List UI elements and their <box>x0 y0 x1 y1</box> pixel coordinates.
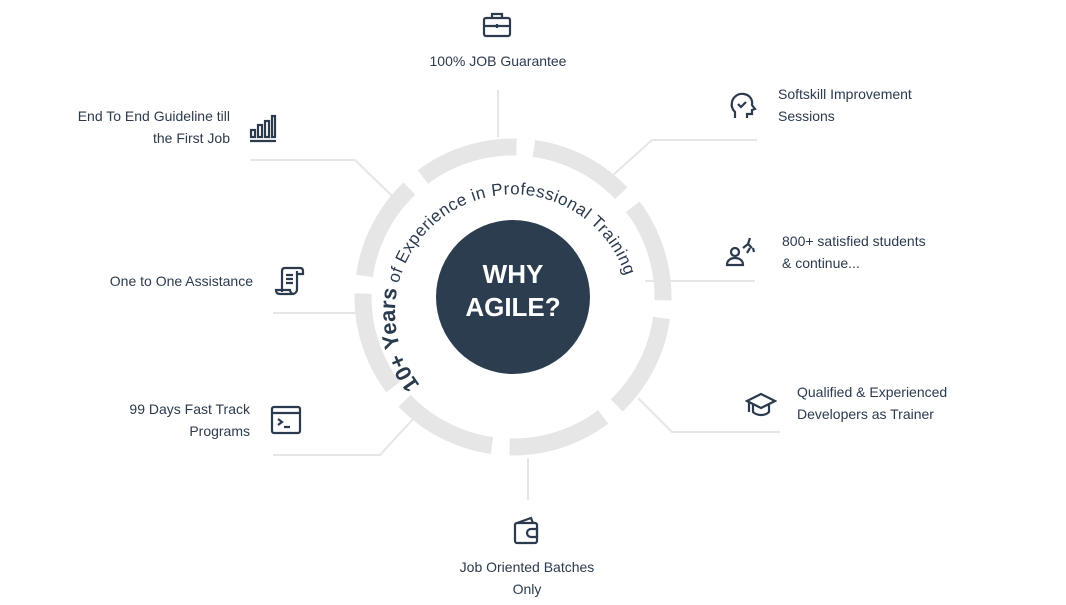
center-title-line1: WHY <box>482 259 544 289</box>
scroll-icon <box>274 266 305 296</box>
item-label-line2: Programs <box>189 423 250 439</box>
bar-chart-icon <box>249 114 277 143</box>
item-end-to-end-guideline: End To End Guideline till the First Job <box>30 105 230 149</box>
item-label: 100% JOB Guarantee <box>429 53 567 69</box>
item-job-guarantee: 100% JOB Guarantee <box>398 50 598 72</box>
center-circle <box>436 220 590 374</box>
item-label-line1: Softskill Improvement <box>778 86 912 102</box>
connector-ne <box>611 139 757 177</box>
item-label-line1: End To End Guideline till <box>77 108 230 124</box>
briefcase-icon <box>482 12 512 38</box>
item-label-line1: Qualified & Experienced <box>797 384 948 400</box>
item-label-line1: 99 Days Fast Track <box>129 401 250 417</box>
wallet-icon <box>513 516 539 545</box>
item-satisfied-students: 800+ satisfied students & continue... <box>782 230 1022 274</box>
item-label-line2: Developers as Trainer <box>797 406 934 422</box>
item-label-line2: Sessions <box>778 108 835 124</box>
item-label-line2: & continue... <box>782 255 860 271</box>
item-one-to-one-assistance: One to One Assistance <box>33 270 253 292</box>
item-label-line1: 800+ satisfied students <box>782 233 926 249</box>
terminal-icon <box>270 405 302 435</box>
connector-sw <box>273 417 415 456</box>
center-title-line2: AGILE? <box>465 292 561 322</box>
connector-se <box>637 397 780 433</box>
connector-lines <box>250 90 780 500</box>
students-icon <box>725 237 756 267</box>
head-check-icon <box>730 92 757 118</box>
segmented-ring <box>354 138 672 456</box>
graduation-cap-icon <box>745 392 777 417</box>
connector-nw <box>250 159 393 197</box>
item-label-line2: the First Job <box>152 130 230 146</box>
item-label-line2: Only <box>512 581 542 597</box>
item-label: One to One Assistance <box>109 273 253 289</box>
item-label-line1: Job Oriented Batches <box>459 559 595 575</box>
